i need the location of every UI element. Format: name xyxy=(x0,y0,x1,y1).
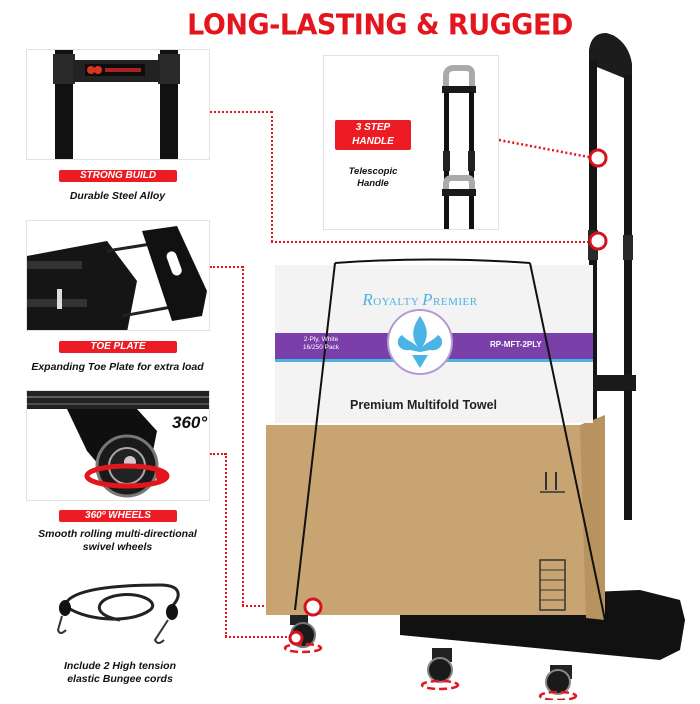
caption-toe-plate: Expanding Toe Plate for extra load xyxy=(31,361,204,373)
badge-360-wheels: 360º WHEELS xyxy=(59,510,177,522)
toe-plate-icon xyxy=(27,226,207,330)
caption-line2: Handle xyxy=(357,178,389,189)
feature-panel-toe-plate xyxy=(26,220,210,331)
connector-strong-build xyxy=(210,111,272,113)
badge-strong-build: STRONG BUILD xyxy=(59,170,177,182)
pack-spec: 2-Ply, White 16/250 Pack xyxy=(302,336,340,351)
caption-bungee-cords: Include 2 High tension elastic Bungee co… xyxy=(63,660,176,685)
handle-top-icon xyxy=(53,50,180,159)
bungee-cord-icon xyxy=(56,583,180,644)
telescopic-handle-icon xyxy=(442,65,476,229)
badge-3-step-handle: 3 STEP HANDLE xyxy=(335,120,411,150)
swivel-wheel-icon xyxy=(27,391,209,498)
connector-wheels-bottom xyxy=(225,636,295,638)
rotation-label: 360° xyxy=(172,413,208,432)
caption-telescopic-handle: Telescopic Handle xyxy=(335,166,411,190)
connector-wheels-vertical xyxy=(225,453,227,637)
connector-strong-build-vertical xyxy=(271,111,273,242)
connector-wheels xyxy=(210,453,226,455)
connector-toe-plate-vertical xyxy=(242,266,244,606)
badge-line1: 3 STEP xyxy=(355,122,391,133)
badge-toe-plate: TOE PLATE xyxy=(59,341,177,353)
connector-toe-plate xyxy=(210,266,243,268)
caption-line1: Telescopic xyxy=(348,166,398,177)
page-title: LONG-LASTING & RUGGED xyxy=(187,9,573,42)
caption-360-wheels: Smooth rolling multi-directional swivel … xyxy=(38,528,197,553)
product-sku: RP-MFT-2PLY xyxy=(490,340,542,349)
brand-name: ROYALTY PREMIER xyxy=(362,290,478,309)
feature-panel-strong-build xyxy=(26,49,210,160)
product-name: Premium Multifold Towel xyxy=(350,398,497,412)
product-hand-truck: ROYALTY PREMIER 2-Ply, White 16/250 Pack… xyxy=(260,20,700,702)
handle-callout-panel: 3 STEP HANDLE Telescopic Handle xyxy=(323,55,499,230)
connector-strong-build-bottom xyxy=(271,241,593,243)
feature-panel-wheels: 360° xyxy=(26,390,210,501)
badge-line2: HANDLE xyxy=(352,136,394,147)
caption-strong-build: Durable Steel Alloy xyxy=(69,190,166,202)
